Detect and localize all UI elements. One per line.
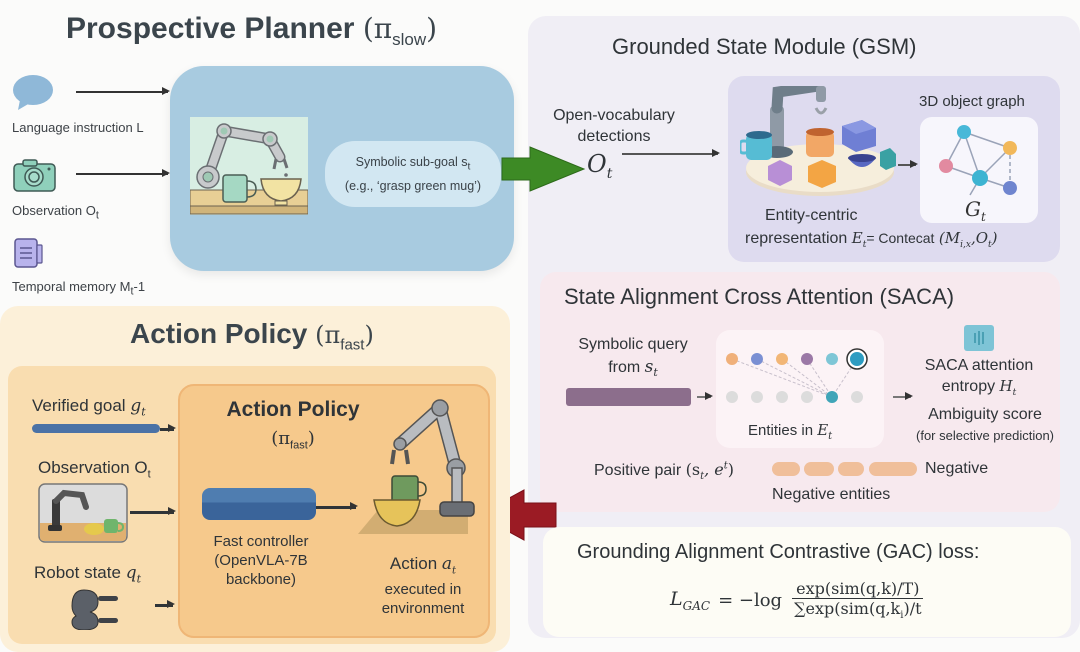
entity-dot [726, 391, 738, 403]
graph-node [1003, 141, 1017, 155]
symbolic-subgoal-bubble: Symbolic sub-goal st (e.g., ‘grasp green… [325, 141, 501, 207]
camera-icon [13, 159, 56, 192]
negative-entities-label: Negative entities [772, 486, 891, 503]
entity-dot [726, 353, 738, 365]
attention-line [731, 358, 833, 398]
gac-fraction: exp(sim(q,k)/T) ∑exp(sim(q,ki)/t [792, 578, 924, 622]
gac-loss-box [543, 527, 1071, 637]
robot-action-illustration [358, 399, 475, 534]
query-embedding-bar [566, 388, 691, 406]
gsm-title: Grounded State Module (GSM) [612, 34, 917, 59]
entity-dot [826, 391, 838, 403]
entity-table-illustration [740, 86, 896, 196]
graph-node [1003, 181, 1017, 195]
object-graph-box [920, 117, 1038, 223]
green-arrow-icon [501, 146, 586, 192]
saca-title: State Alignment Cross Attention (SACA) [564, 284, 955, 309]
planner-title: Prospective Planner (πslow) [66, 12, 438, 49]
action-output-label: Action at executed in environment [381, 554, 465, 618]
graph-node [957, 125, 971, 139]
detections-symbol: Ot [587, 150, 613, 182]
attention-line [756, 358, 833, 398]
observation-label-action: Observation Ot [38, 458, 151, 481]
language-instruction-label: Language instruction L [12, 120, 144, 135]
entity-dot [751, 353, 763, 365]
entities-label: Entities in Et [748, 421, 833, 442]
goal-arrow [160, 424, 176, 432]
action-policy-title: Action Policy (πfast) [130, 318, 374, 354]
entity-dot [850, 352, 864, 366]
graph-symbol: Gt [965, 197, 986, 224]
entity-dot [801, 353, 813, 365]
fast-controller-label: Fast controller (OpenVLA-7B backbone) [213, 533, 309, 588]
gac-title: Grounding Alignment Contrastive (GAC) lo… [577, 541, 980, 563]
speech-bubble-icon [13, 75, 53, 110]
robot-joint-icon [71, 589, 118, 630]
entity-dot [801, 391, 813, 403]
entity-centric-label: Entity-centric [765, 207, 858, 224]
graph-node [939, 159, 953, 173]
robot-state-arrow [155, 600, 175, 608]
observation-arrow [130, 507, 176, 515]
attention-line [806, 358, 833, 398]
entity-representation-formula: representation Et= Contecat (Mi,x,Ot) [745, 229, 998, 251]
observation-label: Observation Ot [12, 203, 99, 222]
positive-pair-label: Positive pair (st, et) [594, 460, 735, 483]
robot-state-label: Robot state qt [34, 563, 141, 586]
verified-goal-label: Verified goal gt [32, 396, 146, 419]
selective-prediction-note: (for selective prediction) [916, 428, 1054, 443]
temporal-memory-label: Temporal memory Mt-1 [12, 279, 146, 298]
detections-arrow [622, 150, 720, 156]
action-policy-inner-title: Action Policy [226, 398, 360, 421]
object-graph-illustration [939, 125, 1017, 196]
observation-input-arrow [76, 170, 170, 176]
gac-formula: LGAC = −log exp(sim(q,k)/T) ∑exp(sim(q,k… [670, 572, 926, 628]
entity-dot [851, 391, 863, 403]
graph-arrow [898, 161, 918, 167]
negative-label: Negative [925, 460, 989, 477]
graph-node [972, 170, 988, 186]
symbolic-query-label: Symbolic query from st [578, 336, 688, 380]
robot-scene-illustration [190, 117, 308, 215]
fast-controller-block [202, 488, 316, 520]
controller-arrow [316, 502, 358, 510]
bar-chart-icon [964, 325, 994, 351]
goal-embedding-bar [32, 424, 160, 433]
negative-entity-pill [804, 462, 834, 476]
negative-entity-pill [838, 462, 864, 476]
entity-dot [826, 353, 838, 365]
query-arrow [697, 393, 713, 399]
entropy-label: SACA attention entropy Ht [924, 357, 1034, 399]
entity-attention-diagram [726, 348, 868, 403]
entity-dot [751, 391, 763, 403]
open-vocab-detections-label: Open-vocabulary detections [553, 107, 675, 145]
document-icon [14, 238, 43, 268]
observation-thumbnail [38, 483, 128, 543]
entropy-arrow [893, 393, 913, 399]
red-arrow-icon [476, 489, 557, 541]
attention-line [781, 358, 833, 398]
language-input-arrow [76, 88, 170, 94]
negative-entity-pill [869, 462, 917, 476]
negative-entity-pill [772, 462, 800, 476]
graph-title: 3D object graph [919, 93, 1025, 110]
entity-dot [776, 353, 788, 365]
action-policy-inner-pi: (πfast) [271, 428, 315, 452]
ambiguity-score-label: Ambiguity score [928, 406, 1042, 423]
entity-dot [776, 391, 788, 403]
